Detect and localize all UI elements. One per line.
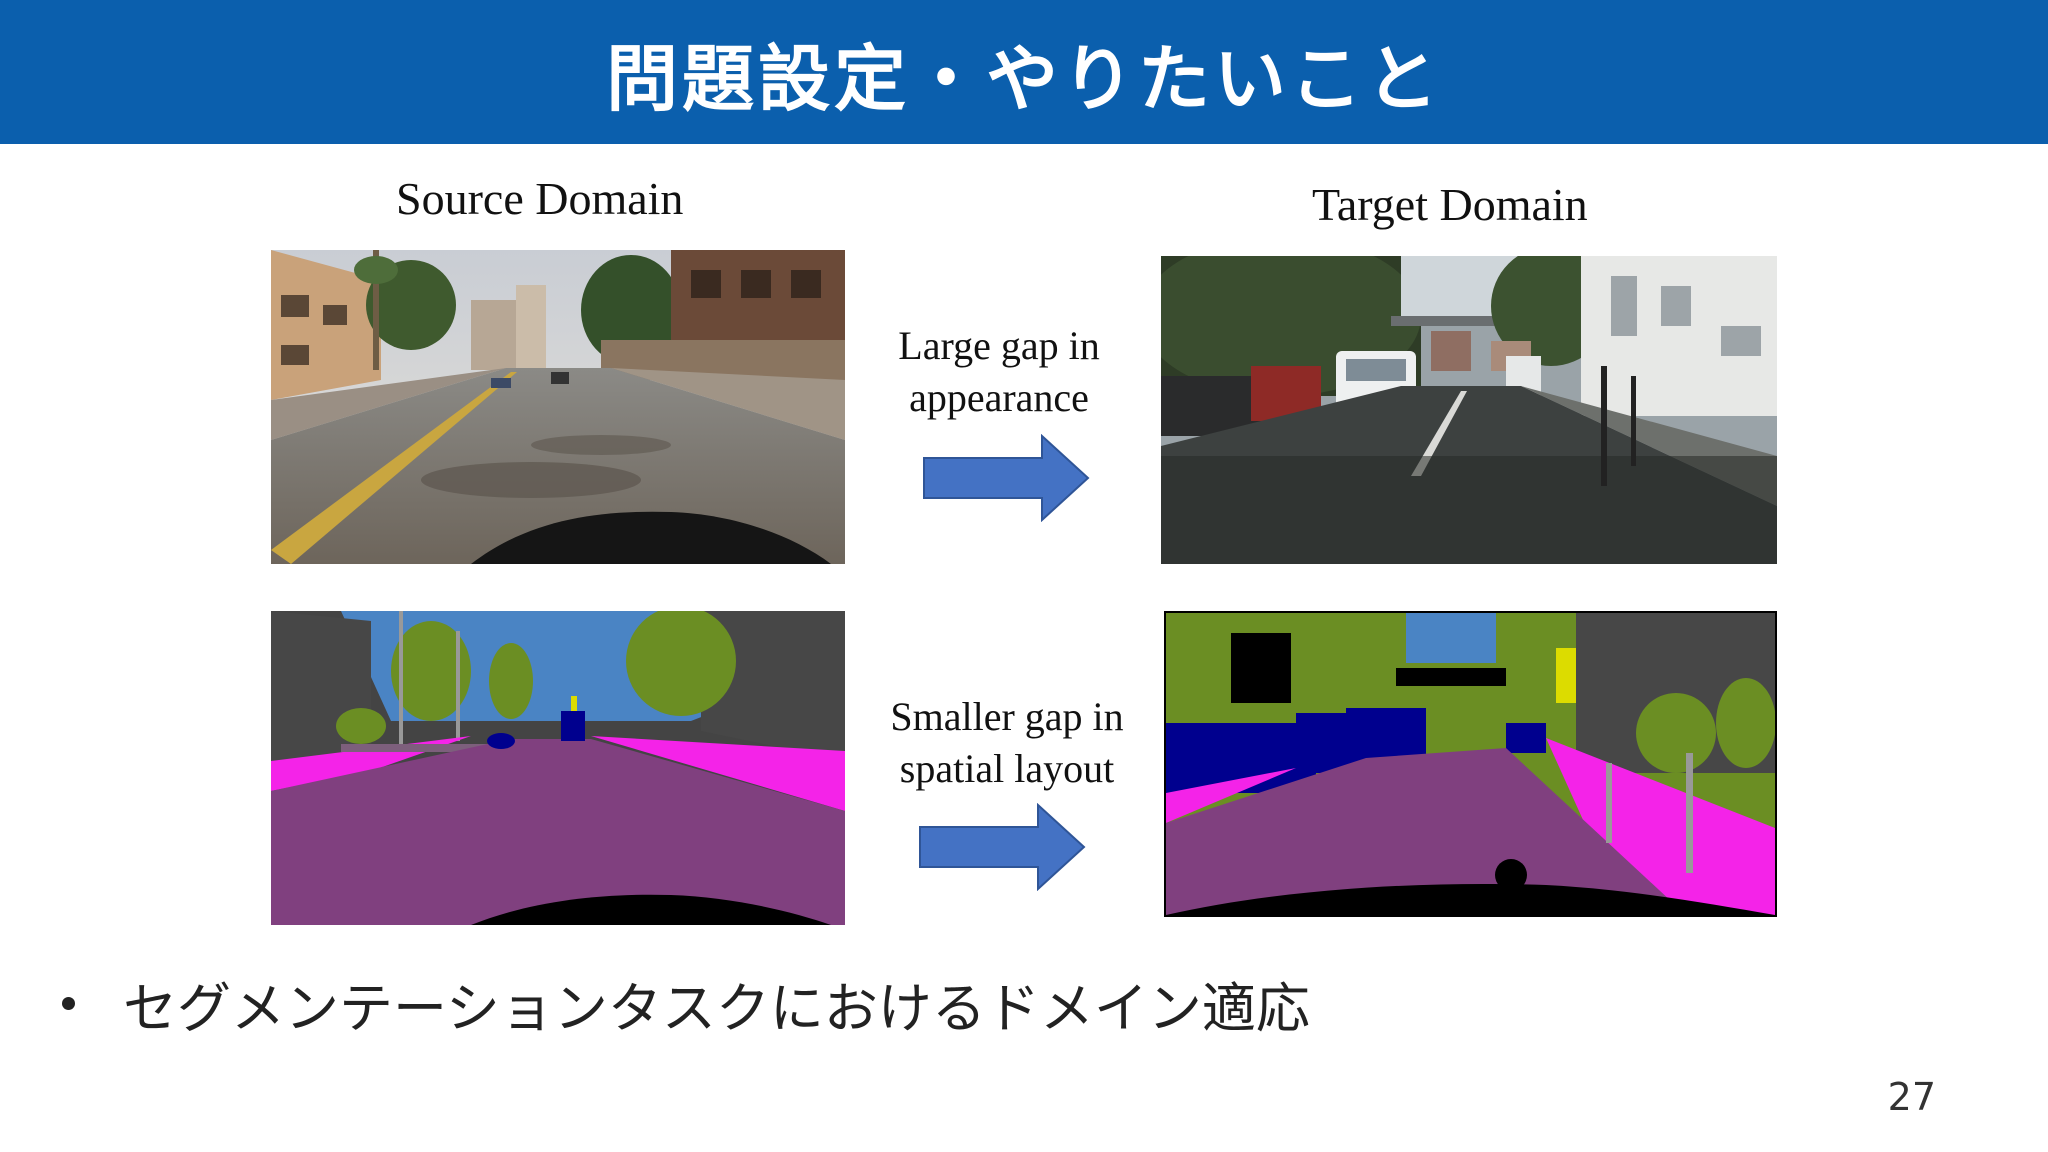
page-number: 27 (1887, 1075, 1936, 1119)
appearance-gap-line1: Large gap in (898, 323, 1100, 368)
target-photo (1161, 256, 1777, 564)
target-domain-heading: Target Domain (1312, 179, 1588, 230)
bullet-dot-icon (62, 997, 75, 1010)
layout-gap-line2: spatial layout (899, 746, 1115, 791)
layout-gap-line1: Smaller gap in (890, 694, 1124, 739)
source-domain-heading: Source Domain (396, 173, 684, 224)
target-segmentation-map (1164, 611, 1777, 917)
slide-title: 問題設定・やりたいこと (605, 36, 1442, 121)
title-bar: 問題設定・やりたいこと (0, 0, 2048, 144)
layout-gap-label: Smaller gap in spatial layout (868, 691, 1146, 795)
right-arrow-icon (919, 803, 1086, 891)
appearance-gap-label: Large gap in appearance (868, 320, 1130, 424)
appearance-gap-line2: appearance (909, 375, 1089, 420)
source-segmentation-map (271, 611, 845, 925)
source-photo (271, 250, 845, 564)
right-arrow-icon (923, 434, 1090, 522)
bullet-item: セグメンテーションタスクにおけるドメイン適応 (62, 964, 1310, 1043)
bullet-text: セグメンテーションタスクにおけるドメイン適応 (123, 977, 1310, 1040)
